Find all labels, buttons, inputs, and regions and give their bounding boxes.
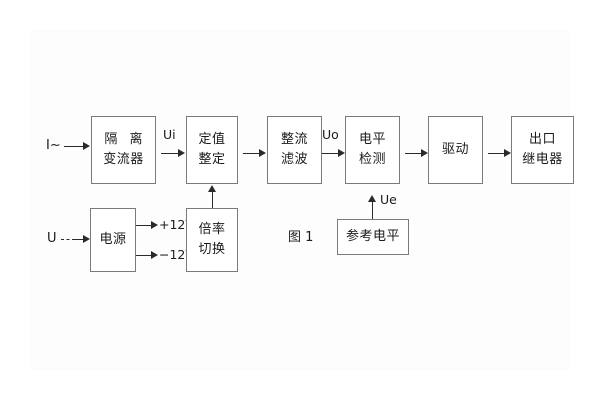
block-output-relay[interactable]: 出口 继电器 [511,116,574,184]
setting-to-rectifier-line [243,153,260,154]
block-rectifier-filter[interactable]: 整流 滤波 [267,116,322,184]
rail-positive-label: +12V [159,217,194,232]
reference-to-level-arrowhead [368,195,376,202]
diagram-panel [30,30,570,370]
block-multiplier-switch-line2: 切换 [198,242,226,257]
block-multiplier-switch[interactable]: 倍率 切换 [186,208,238,272]
setting-to-rectifier-arrowhead [259,149,266,157]
figure-caption: 图 1 [288,230,314,245]
rail-positive-line [136,225,152,226]
current-input-line [64,146,84,147]
block-level-detection-line2: 检测 [358,152,386,167]
block-level-detection[interactable]: 电平 检测 [345,116,400,184]
voltage-input-line [74,239,84,240]
current-input-arrowhead [83,142,90,150]
block-multiplier-switch-line1: 倍率 [198,221,226,237]
block-reference-level-line1: 参考电平 [345,228,400,244]
block-drive[interactable]: 驱动 [428,116,483,184]
block-level-detection-line1: 电平 [358,131,386,147]
block-reference-level[interactable]: 参考电平 [337,219,409,255]
block-setting-line1: 定值 [198,131,226,147]
block-setting-adjustment[interactable]: 定值 整定 [186,116,238,184]
level-to-drive-arrowhead [421,149,428,157]
multiplier-to-setting-arrowhead [208,185,216,192]
block-rectifier-line1: 整流 [280,131,308,147]
block-isolation-line1: 隔 离 [104,131,147,147]
block-power-supply[interactable]: 电源 [90,208,136,272]
ui-signal-label: Ui [163,127,176,142]
level-to-drive-line [405,153,422,154]
voltage-input-dash [61,239,75,240]
drive-to-relay-line [488,153,505,154]
voltage-input-label: U [47,231,57,246]
uo-signal-label: Uo [322,127,339,142]
block-output-relay-line1: 出口 [528,131,556,147]
rail-negative-arrowhead [151,251,158,259]
block-output-relay-line2: 继电器 [522,152,563,167]
block-isolation-line2: 变流器 [103,152,144,167]
ui-arrowhead [178,149,185,157]
rail-positive-arrowhead [151,221,158,229]
block-drive-line1: 驱动 [441,141,469,157]
uo-line [322,153,339,154]
block-power-supply-line1: 电源 [99,231,127,247]
block-isolation-current-transformer[interactable]: 隔 离 变流器 [91,116,156,184]
voltage-input-arrowhead [83,235,90,243]
ui-line [161,153,179,154]
multiplier-to-setting-line [212,191,213,208]
drive-to-relay-arrowhead [504,149,511,157]
rail-negative-line [136,255,152,256]
current-input-label: I~ [46,138,61,153]
reference-to-level-line [372,201,373,219]
block-rectifier-line2: 滤波 [280,152,308,167]
uo-arrowhead [338,149,345,157]
rail-negative-label: −12V [159,247,194,262]
ue-signal-label: Ue [380,192,397,207]
block-setting-line2: 整定 [198,152,226,167]
